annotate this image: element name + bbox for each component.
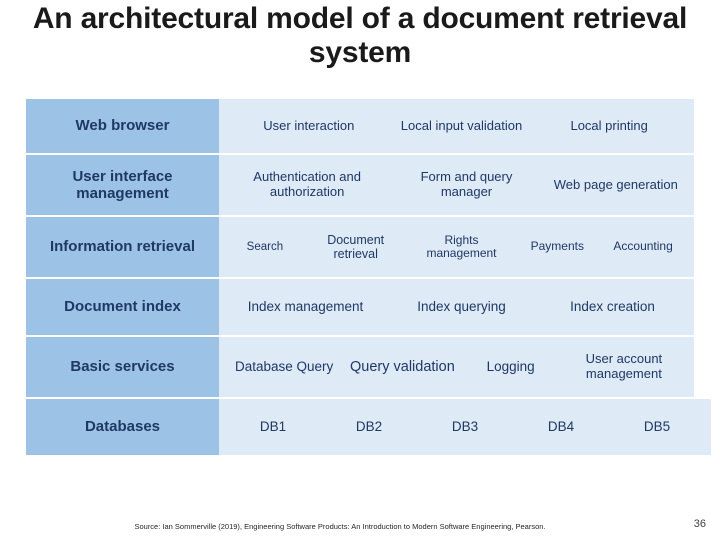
layer-row: Document index Index management Index quer… (24, 279, 696, 337)
component-label: Index management (247, 299, 364, 315)
component-label: User interaction (263, 117, 355, 133)
component-label: Payments (530, 239, 584, 254)
page-title: An architectural model of a document ret… (32, 2, 688, 69)
component-label: Web page generation (553, 176, 678, 192)
layer-components: Index management Index querying Index crea… (219, 279, 694, 335)
component-label: Authentication and authorization (253, 169, 361, 199)
component-label: Logging (486, 359, 535, 375)
layer-name: Basic services (26, 337, 219, 397)
component-label: DB1 (259, 419, 287, 435)
component-label: DB4 (547, 419, 575, 435)
architecture-diagram: Web browser User interaction Local input v… (24, 97, 711, 457)
component-label: DB2 (355, 419, 383, 435)
component-label: Form and query manager (420, 169, 513, 199)
component-label: Document retrieval (327, 233, 385, 261)
layer-components: DB1 DB2 DB3 DB4 DB5 (219, 399, 711, 455)
component-label: DB3 (451, 419, 479, 435)
layer-name: Web browser (26, 99, 219, 153)
layer-components: User interaction Local input validation Lo… (219, 99, 694, 153)
component-label: Query validation (349, 358, 455, 375)
source-citation: Source: Ian Sommerville (2019), Engineer… (134, 522, 546, 531)
layer-name: Databases (26, 399, 219, 455)
layer-name: Document index (26, 279, 219, 335)
component-label: Rights management (426, 232, 497, 260)
layer-row: Basic services Database Query Query valida… (24, 337, 696, 399)
layer-components: Search Document retrieval Rights managemen… (219, 217, 694, 277)
slide-number: 36 (693, 518, 706, 530)
component-label: Local input validation (400, 117, 523, 133)
component-label: Index querying (417, 299, 506, 315)
component-label: Local printing (570, 117, 648, 133)
component-label: Database Query (234, 359, 334, 375)
layer-components: Database Query Query validation Logging Use… (219, 337, 694, 397)
component-label: User account management (585, 351, 663, 381)
component-label: DB5 (643, 419, 671, 435)
layer-row: Web browser User interaction Local input v… (24, 97, 696, 155)
component-label: Index creation (570, 299, 655, 315)
layer-row: Information retrieval Search Document retr… (24, 217, 696, 279)
component-label: Accounting (613, 239, 673, 254)
layer-name: Information retrieval (26, 217, 219, 277)
layer-name: User interface management (26, 155, 219, 215)
layer-row: Databases DB1 DB2 DB3 DB4 DB5 (24, 399, 711, 457)
layer-components: Authentication and authorization Form and… (219, 155, 694, 215)
component-label: Search (246, 240, 284, 253)
